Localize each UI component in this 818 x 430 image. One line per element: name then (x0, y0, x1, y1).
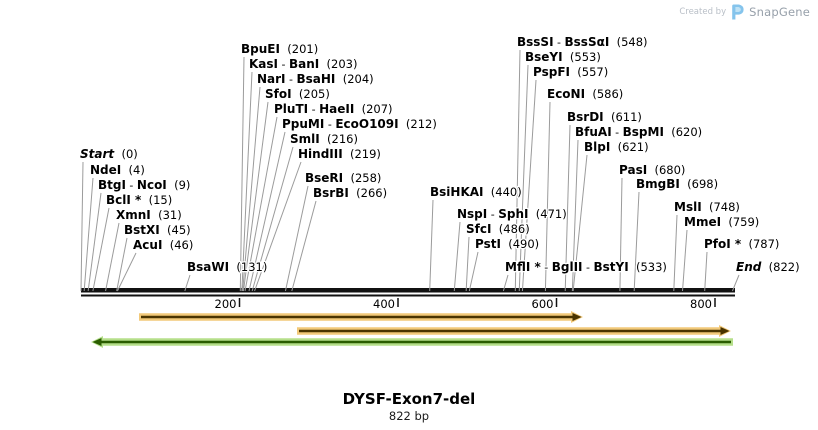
site-label[interactable]: BseRI (258) (304, 170, 383, 187)
ruler-tick (555, 298, 558, 307)
site-label[interactable]: MslI (748) (673, 199, 741, 216)
site-label[interactable]: MflI * - BglII - BstYI (533) (504, 259, 668, 276)
leader-line (633, 191, 640, 292)
site-label[interactable]: MmeI (759) (683, 214, 761, 231)
leader-line (518, 64, 529, 292)
leader-line (92, 207, 110, 292)
site-label[interactable]: PluTI - HaeII (207) (273, 101, 394, 118)
sequence-bar-bottom-strand[interactable] (81, 294, 735, 297)
site-label[interactable]: BsrDI (611) (566, 109, 643, 126)
site-label[interactable]: BtgI - NcoI (9) (97, 177, 192, 194)
leader-line (239, 56, 245, 292)
leader-line (284, 185, 309, 292)
leader-line (521, 79, 537, 292)
site-label[interactable]: PspFI (557) (532, 64, 610, 81)
site-label[interactable]: SfoI (205) (264, 86, 331, 103)
leader-line (564, 124, 571, 292)
leader-line (673, 214, 678, 292)
leader-line (105, 222, 120, 292)
green-arrow[interactable] (91, 336, 733, 348)
site-label[interactable]: BssSI - BssSαI (548) (516, 34, 649, 51)
leader-line (241, 71, 253, 292)
ruler-tick (714, 298, 716, 307)
site-label[interactable]: EcoNI (586) (546, 86, 625, 103)
leader-line (514, 49, 521, 292)
sequence-bar[interactable] (81, 288, 735, 293)
sequence-name: DYSF-Exon7-del (342, 390, 476, 408)
orange-arrow-1[interactable] (139, 311, 583, 323)
site-label[interactable]: PstI (490) (474, 236, 541, 253)
leader-line (244, 116, 278, 292)
leader-line (731, 274, 740, 292)
site-label[interactable]: BlpI (621) (583, 139, 650, 156)
leader-line (83, 177, 94, 292)
ruler-tick (238, 298, 241, 307)
ruler-number: 200 (215, 297, 237, 311)
ruler-number: 400 (373, 297, 395, 311)
leader-line (682, 229, 688, 292)
leader-line (572, 154, 588, 292)
leader-line (87, 192, 102, 292)
leader-line (251, 146, 294, 292)
leader-line (80, 161, 84, 292)
snapgene-logo-icon (731, 4, 744, 20)
site-label[interactable]: BclI * (15) (105, 192, 174, 209)
leader-line (502, 274, 509, 292)
site-label[interactable]: SfcI (486) (465, 221, 531, 238)
site-label[interactable]: BsrBI (266) (312, 185, 389, 202)
watermark: Created by SnapGene (679, 4, 810, 20)
leader-line (117, 252, 137, 292)
site-label[interactable]: BmgBI (698) (635, 176, 720, 193)
site-label[interactable]: NspI - SphI (471) (456, 206, 568, 223)
site-label[interactable]: End (822) (735, 259, 801, 276)
site-label[interactable]: BsiHKAI (440) (429, 184, 523, 201)
site-label[interactable]: XmnI (31) (115, 207, 183, 224)
site-label[interactable]: BsaWI (131) (186, 259, 269, 276)
site-label[interactable]: HindIII (219) (297, 146, 382, 163)
leader-line (242, 86, 261, 292)
orange-arrow-2[interactable] (297, 325, 731, 337)
site-label[interactable]: NdeI (4) (89, 162, 146, 179)
leader-line (429, 199, 434, 292)
site-label[interactable]: KasI - BanI (203) (248, 56, 359, 73)
leader-line (544, 101, 551, 292)
leader-line (254, 161, 302, 292)
leader-line (465, 236, 470, 292)
site-label[interactable]: AcuI (46) (132, 237, 195, 254)
leader-line (184, 274, 191, 292)
leader-line (453, 221, 461, 292)
leader-line (116, 237, 128, 292)
site-label[interactable]: PpuMI - EcoO109I (212) (281, 116, 438, 133)
created-by-text: Created by (679, 7, 727, 17)
leader-line (571, 139, 579, 292)
site-label[interactable]: SmlI (216) (289, 131, 359, 148)
leader-line (704, 251, 708, 292)
site-label[interactable]: BseYI (553) (524, 49, 602, 66)
map-title-block: DYSF-Exon7-del 822 bp (0, 390, 818, 423)
leader-line (248, 131, 286, 292)
leader-line (242, 101, 269, 292)
leader-line (619, 177, 623, 292)
site-label[interactable]: BstXI (45) (123, 222, 192, 239)
ruler-number: 600 (532, 297, 554, 311)
site-label[interactable]: PasI (680) (618, 162, 687, 179)
snapgene-brand-text: SnapGene (749, 5, 810, 19)
site-label[interactable]: BpuEI (201) (240, 41, 320, 58)
site-label[interactable]: BfuAI - BspMI (620) (574, 124, 704, 141)
leader-line (468, 251, 479, 292)
ruler-tick (397, 298, 399, 307)
site-label[interactable]: PfoI * (787) (703, 236, 781, 253)
ruler-number: 800 (690, 297, 712, 311)
leader-line (291, 200, 317, 292)
sequence-length: 822 bp (388, 409, 430, 423)
site-label[interactable]: NarI - BsaHI (204) (256, 71, 375, 88)
site-label[interactable]: Start (0) (79, 146, 139, 163)
